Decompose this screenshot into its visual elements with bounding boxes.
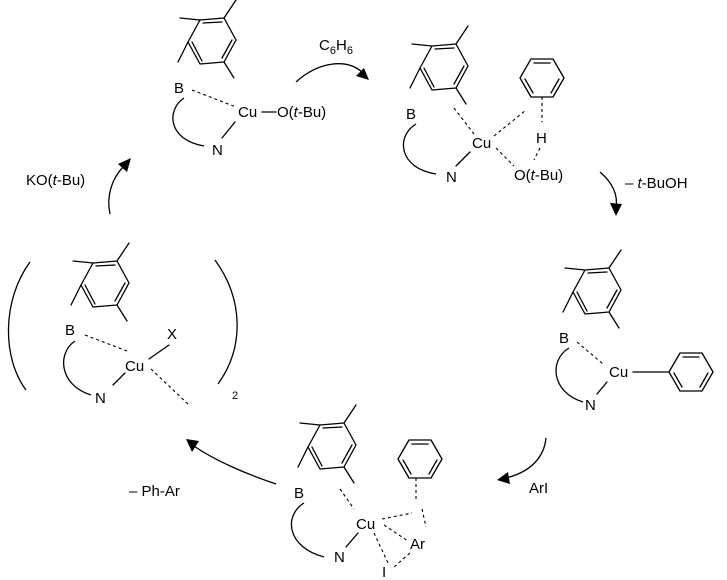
nitrogen-label: N [334,549,345,566]
boron-label: B [65,322,75,339]
dimer-subscript: 2 [232,390,238,402]
boron-label: B [294,485,304,502]
cu-n-bond [596,381,608,395]
complex-oxidative-addition: B Cu Ar I N [290,404,443,580]
aryl-ring [297,404,357,484]
cu-n-bond [345,532,359,548]
aryl-label: Ar [410,536,425,553]
nitrogen-label: N [446,169,457,186]
nitrogen-label: N [212,142,223,159]
ph-ar-interaction [421,508,427,528]
tbuoh-label: – t-BuOH [625,175,688,192]
boron-label: B [559,330,569,347]
right-bracket [214,259,238,385]
cu-n-bond [455,151,471,167]
iodine-label: I [382,564,386,580]
nitrogen-label: N [585,397,596,414]
b-cu-interaction [84,334,128,352]
complex-cu-otbu: B Cu O(t-Bu) N [172,0,326,159]
cu-ar-interaction [383,524,409,542]
aryl-iodide-label: ArI [529,480,548,497]
halide-label: X [167,326,177,343]
copper-label: Cu [238,104,257,121]
b-cu-interaction [191,89,237,108]
aryl-ring [409,25,469,105]
arrow-kotbu [108,165,125,215]
ar-i-interaction [393,552,411,568]
h-o-interaction [533,147,541,161]
copper-label: Cu [472,135,491,152]
aryl-ring [177,0,237,79]
complex-cu-phenyl: B Cu N [555,249,714,414]
arrowhead-ph-ar [186,439,199,452]
boron-label: B [406,106,416,123]
copper-label: Cu [609,364,628,381]
arrowhead-tbuoh [610,203,622,216]
arrow-benzene [295,63,363,83]
b-cu-interaction [576,341,604,365]
aryl-ring [70,242,130,322]
cu-o-interaction [495,147,515,167]
arrowhead-benzene [356,68,369,80]
aryl-ring [562,249,622,329]
cu-x-bond [148,344,170,360]
otbu-label: O(t-Bu) [277,104,326,121]
ligand-backbone-arc [555,347,584,403]
ligand-backbone-arc [172,97,205,147]
nitrogen-label: N [95,390,106,407]
benzene-label: C6H6 [319,37,353,57]
copper-label: Cu [356,516,375,533]
ph-ar-label: – Ph-Ar [129,483,180,500]
hydrogen-label: H [536,130,547,147]
arrow-ph-ar [193,445,277,485]
copper-label: Cu [125,358,144,375]
kotbu-label: KO(t-Bu) [26,172,85,189]
cu-n-bond [221,121,236,139]
phenyl-ring [519,58,565,98]
complex-ch-activation: B Cu H O(t-Bu) N [402,25,565,186]
b-cu-interaction [339,488,355,510]
ligand-backbone-arc [62,340,92,396]
cu-c-interaction [493,109,527,137]
phenyl-ring [397,439,443,479]
boron-label: B [174,80,184,97]
arrowhead-kotbu [118,158,131,172]
ligand-backbone-arc [402,123,437,175]
b-cu-interaction [453,107,475,135]
ligand-backbone-arc [290,502,325,558]
otbu-label: O(t-Bu) [514,167,563,184]
complex-cu-halide-dimer: B Cu X N [62,242,190,407]
arrowhead-aryl-iodide [497,472,510,484]
cu-ph-interaction [381,512,413,520]
cu-n-bond [112,372,126,386]
left-bracket [7,261,31,391]
phenyl-ring [668,352,714,392]
bridging-interaction [150,368,190,406]
cu-i-interaction [373,532,389,564]
arrow-aryl-iodide [505,437,547,479]
arrow-tbuoh [599,171,618,209]
